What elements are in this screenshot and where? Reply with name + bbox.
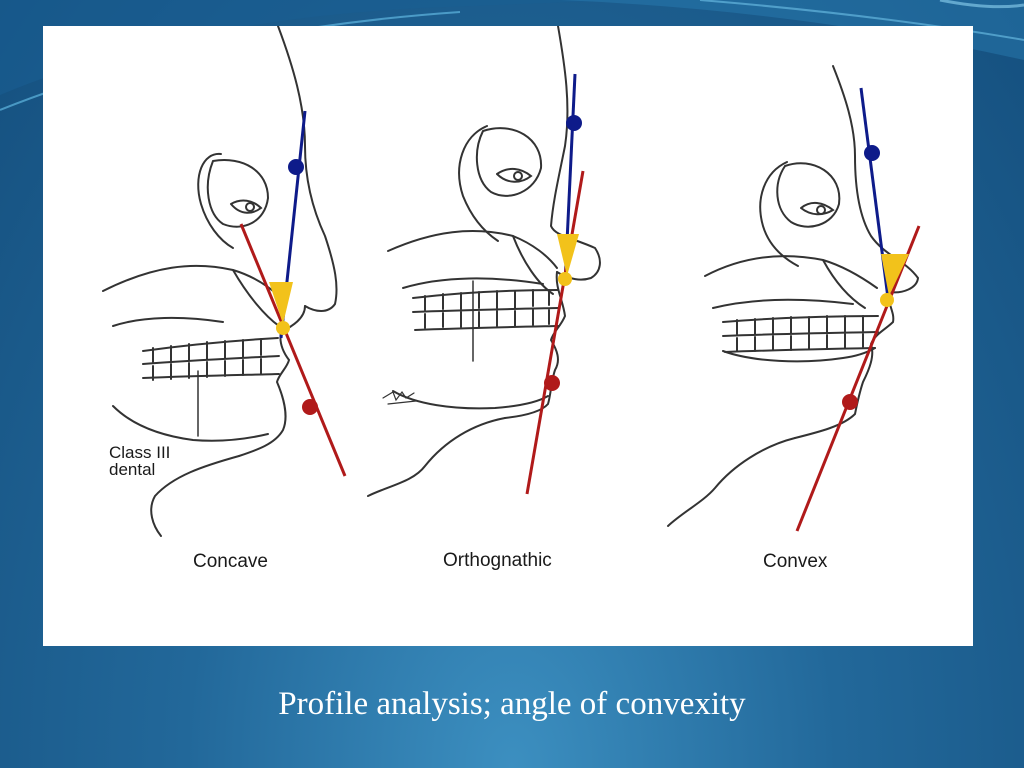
convex-red-dot [842,394,858,410]
label-concave: Concave [193,551,268,572]
orthognathic-red-line [525,170,585,495]
slide-caption: Profile analysis; angle of convexity [278,686,746,722]
label-convex: Convex [763,551,828,572]
convex-red-line [795,225,921,532]
class-iii-annotation: Class III dental [109,444,170,478]
convex-profile-sketch [667,65,920,527]
orthognathic-profile-sketch [367,26,601,497]
convex-yellow-wedge [881,254,909,296]
orthognathic-yellow-wedge [557,234,579,276]
concave-red-dot [302,399,318,415]
concave-yellow-dot [276,321,290,335]
concave-red-line [239,223,347,477]
diagram-panel: Class III dental Concave Orthognathic Co… [43,26,973,646]
convex-yellow-dot [880,293,894,307]
profile-diagram [102,26,921,537]
orthognathic-red-dot [544,375,560,391]
annotation-line-1: Class III [109,443,171,462]
orthognathic-yellow-dot [558,272,572,286]
label-orthognathic: Orthognathic [443,550,552,571]
orthognathic-blue-dot [566,115,582,131]
concave-yellow-wedge [269,282,293,324]
annotation-line-2: dental [109,460,156,479]
concave-blue-dot [288,159,304,175]
convex-blue-dot [864,145,880,161]
